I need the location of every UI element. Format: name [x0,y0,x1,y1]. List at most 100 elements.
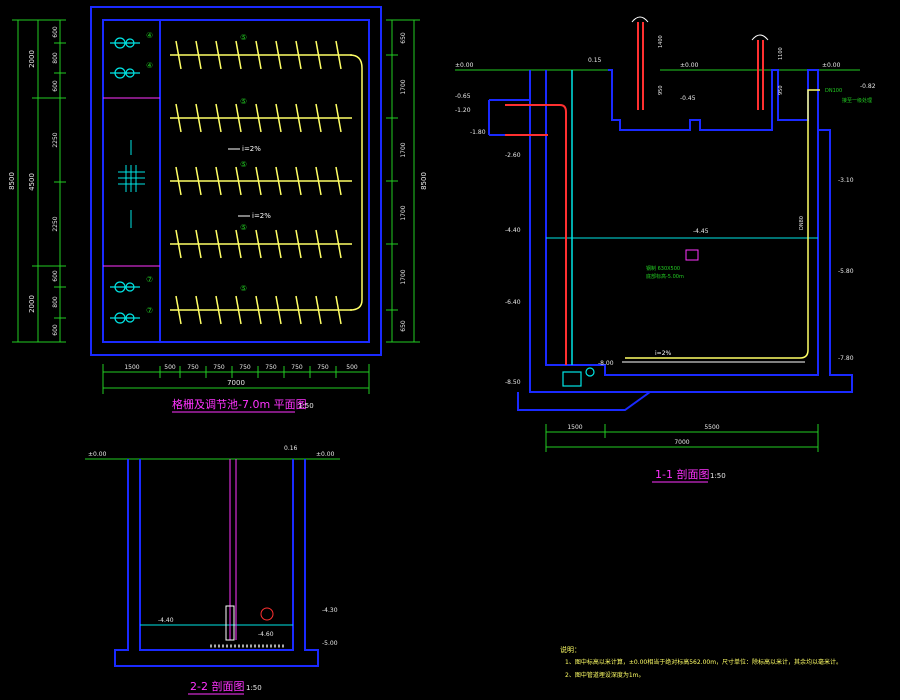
dim-left-sub: 600 [52,26,59,38]
section22-title: 2-2 剖面图 [190,679,244,693]
plan-left-dims [12,19,66,343]
level-label: -1.20 [455,107,471,114]
dim-right: 1700 [400,142,407,157]
aeration-main-pipe [349,54,363,311]
aeration-branch [175,295,182,325]
aeration-branch [255,40,262,70]
submersible-pump [562,367,595,387]
level-label: -0.45 [680,95,696,102]
section11-bottom-dims [545,424,819,452]
aeration-branch [195,295,202,325]
section22-scale: 1:50 [246,684,262,692]
screen-symbol [118,140,145,228]
aeration-branch [315,166,322,196]
aeration-branch [195,103,202,133]
aeration-branch [255,229,262,259]
aeration-branch [335,103,342,133]
note-box-symbol [685,249,699,261]
pump-tag: ④ [146,61,153,70]
dim-left: 4500 [28,173,36,191]
dim-bottom: 750 [265,364,277,371]
level-label: -8.00 [598,360,614,367]
aeration-branch [175,103,182,133]
aeration-branch [335,40,342,70]
level-label: ±0.00 [822,62,841,69]
aeration-branch [175,40,182,70]
aeration-branch [215,40,222,70]
aeration-branch [315,103,322,133]
air-pipe [625,89,820,359]
notes-heading: 说明： [560,645,581,654]
aeration-branch [275,103,282,133]
dim-left-sub: 800 [52,296,59,308]
section22-walls [114,459,319,667]
inlet-pipe [505,104,567,365]
valve-symbol [260,607,274,621]
level-label: -5.00 [322,640,338,647]
level-label: ±0.00 [455,62,474,69]
slope-label: i=2% [242,145,261,153]
pipe-tag: ⑤ [240,160,247,169]
dim-left: 2000 [28,295,36,313]
aeration-branch [235,40,242,70]
dim-right: 650 [400,32,407,44]
level-label: -4.40 [505,227,521,234]
slope-label: i=2% [655,350,672,357]
dim-top: 1400 [658,35,664,48]
aeration-branch [235,229,242,259]
aeration-branch [295,166,302,196]
dim-bottom: 5500 [704,424,719,431]
aeration-branch [215,229,222,259]
notes: 说明： 1、图中标高以米计算，±0.00相当于绝对标高562.00m，尺寸单位：… [560,645,842,679]
level-label: 0.15 [588,57,602,64]
dim-bottom: 1500 [124,364,139,371]
level-label: -7.80 [838,355,854,362]
aeration-branch [175,166,182,196]
pump-group-top [110,37,140,79]
plan-scale: 1:50 [298,402,314,410]
aeration-branch [215,166,222,196]
dim-right: 1700 [400,79,407,94]
aeration-branch [235,295,242,325]
aeration-branch [235,166,242,196]
aeration-branch [315,40,322,70]
level-label: ±0.00 [680,62,699,69]
section11-walls [488,69,853,411]
aeration-branch [275,166,282,196]
aeration-branch [215,295,222,325]
aeration-branch [235,103,242,133]
aeration-branch [255,295,262,325]
dim-left: 2000 [28,50,36,68]
aeration-branch [335,295,342,325]
level-label: ±0.00 [316,451,335,458]
plan-inner-wall [102,19,370,343]
aeration-branch [195,166,202,196]
notes-item: 1、图中标高以米计算，±0.00相当于绝对标高562.00m，尺寸单位：除标高以… [565,658,842,666]
dim-right: 650 [400,320,407,332]
level-label: -2.60 [505,152,521,159]
vent-pipes [637,22,764,110]
aeration-branch [315,229,322,259]
plan-title: 格栅及调节池-7.0m 平面图 [172,397,307,411]
aeration-branch [295,103,302,133]
partition-pipes [229,459,237,640]
level-label: -8.50 [505,379,521,386]
level-label: -4.40 [158,617,174,624]
level-label: ±0.00 [88,451,107,458]
pipe-tag: ⑤ [240,284,247,293]
aeration-branch [255,166,262,196]
pump-group-bottom [110,281,140,324]
dim-top: 1100 [778,47,784,60]
section-2-2: ±0.00 0.16 ±0.00 -4.40 -4.30 -4.60 -5.00… [85,445,340,695]
dim-top: 950 [778,85,784,95]
notes-item: 2、图中管道埋设深度为1m。 [565,671,644,679]
vent-caps [631,16,769,41]
plan-right-dims [386,19,420,343]
level-label: -5.80 [838,268,854,275]
dim-bottom-total: 7000 [674,439,689,446]
level-label: -6.40 [505,299,521,306]
plan-bottom-dims [102,364,370,394]
dim-bottom: 750 [291,364,303,371]
dim-bottom: 750 [317,364,329,371]
